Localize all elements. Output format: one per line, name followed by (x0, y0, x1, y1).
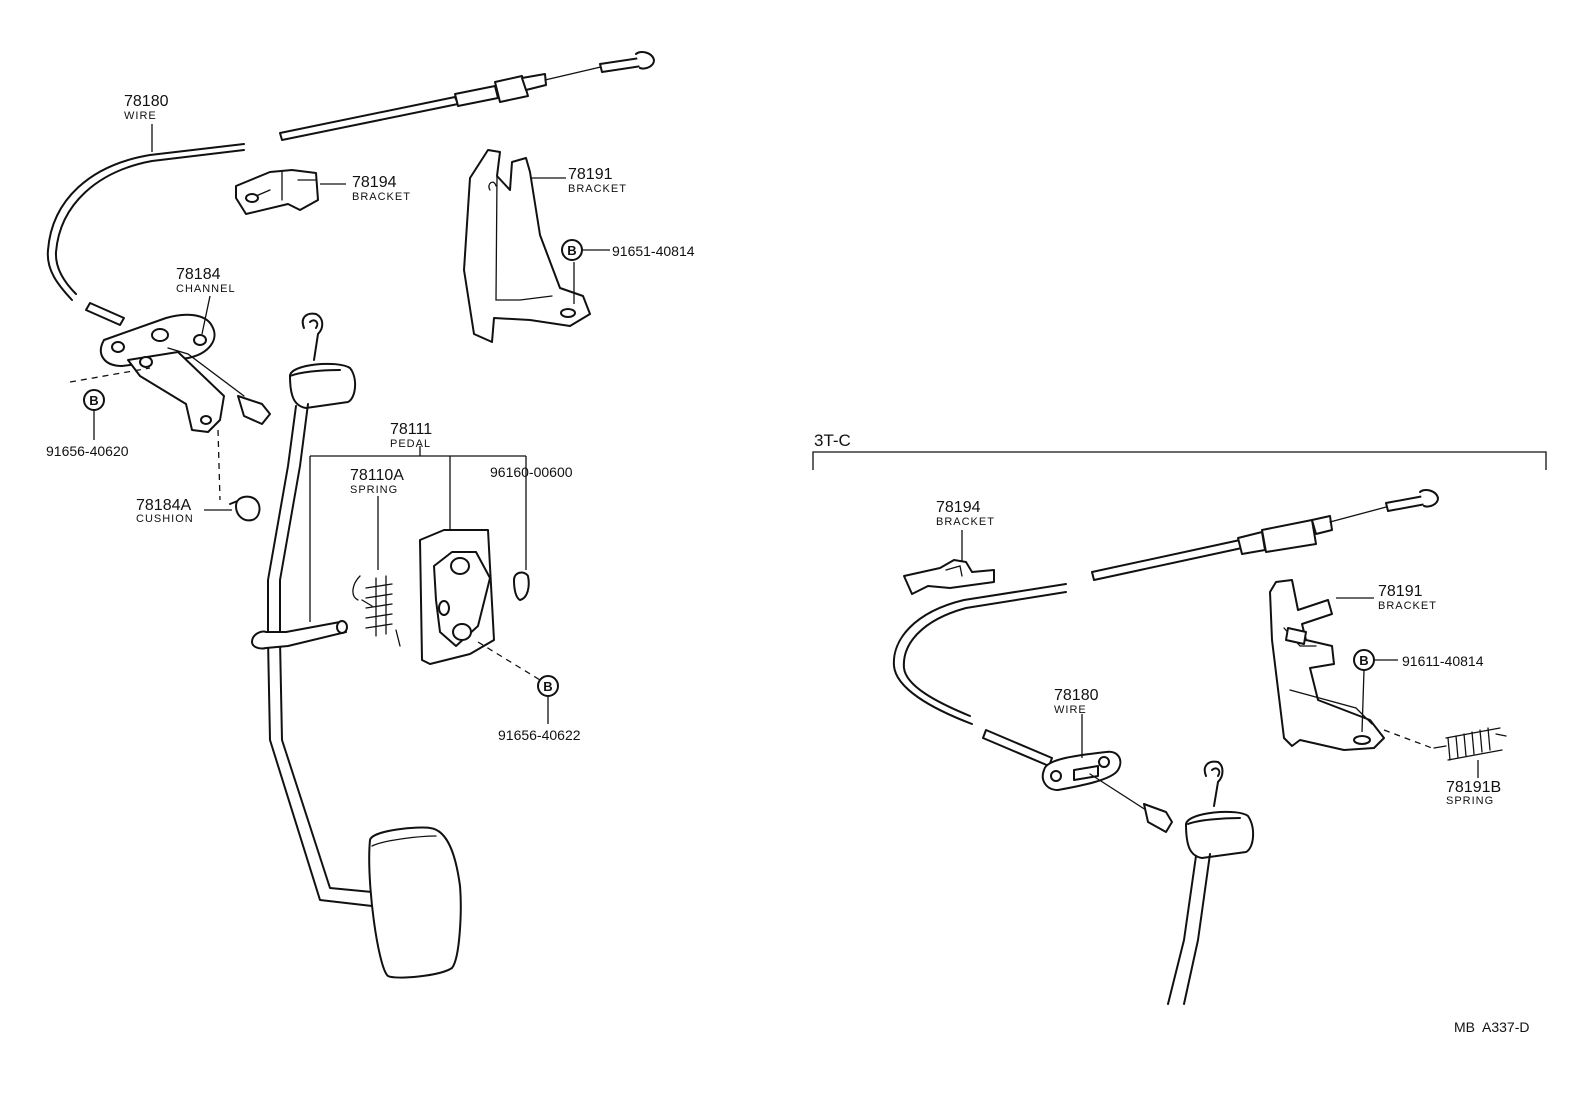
label-wire-name: WIRE (124, 110, 157, 122)
leader-lines-right (961, 530, 1479, 778)
label-pedal-name: PEDAL (390, 438, 431, 450)
label-bolt-91651: 91651-40814 (612, 243, 695, 259)
section-label-3tc: 3T-C (814, 431, 851, 450)
svg-text:B: B (567, 243, 576, 258)
pedal-lever (267, 312, 462, 979)
label-bracket-78191-name: BRACKET (568, 183, 627, 195)
figure-reference: MB A337-D (1454, 1019, 1529, 1035)
label-bracket-78191-number: 78191 (568, 166, 613, 183)
svg-text:B: B (89, 393, 98, 408)
label-pedal-number: 78111 (390, 421, 432, 438)
wire-cable (46, 51, 655, 326)
cushion-78184a (229, 495, 261, 522)
leader-lines-left (69, 124, 610, 724)
bolt-symbol-a: B (561, 239, 583, 261)
label-3tc-bracket-78194-name: BRACKET (936, 516, 995, 528)
bracket-78194-3tc (903, 559, 995, 595)
label-3tc-bracket-78191-number: 78191 (1378, 583, 1423, 600)
bracket-78194 (235, 169, 319, 215)
channel-78184 (99, 313, 271, 433)
label-channel-name: CHANNEL (176, 283, 236, 295)
label-spring-name: SPRING (350, 484, 398, 496)
section-bracket-line (812, 451, 1547, 470)
label-cushion-name: CUSHION (136, 513, 194, 525)
label-channel-number: 78184 (176, 266, 221, 283)
label-bolt-91656-40622: 91656-40622 (498, 727, 581, 743)
label-cushion-number: 78184A (136, 497, 191, 514)
pedal-pivot-group (251, 529, 530, 665)
label-3tc-spring-number: 78191B (1446, 779, 1501, 796)
label-3tc-bracket-78194-number: 78194 (936, 499, 981, 516)
bolt-symbol-3tc: B (1353, 649, 1375, 671)
spring-78191b-3tc (1433, 727, 1507, 761)
bolt-symbol-b: B (83, 389, 105, 411)
label-washer: 96160-00600 (490, 464, 573, 480)
bracket-78191 (463, 149, 591, 343)
label-bracket-78194-name: BRACKET (352, 191, 411, 203)
bolt-symbol-c: B (537, 675, 559, 697)
label-3tc-wire-number: 78180 (1054, 687, 1099, 704)
label-wire-number: 78180 (124, 93, 169, 110)
bracket-78191-3tc (1269, 579, 1385, 751)
wire-link-3tc (1041, 750, 1173, 833)
label-3tc-wire-name: WIRE (1054, 704, 1087, 716)
label-3tc-bracket-78191-name: BRACKET (1378, 600, 1437, 612)
label-spring-number: 78110A (350, 467, 404, 484)
label-bracket-78194-number: 78194 (352, 174, 397, 191)
label-bolt-91656-40620: 91656-40620 (46, 443, 129, 459)
svg-text:B: B (1359, 653, 1368, 668)
svg-text:B: B (543, 679, 552, 694)
label-3tc-bolt-91611: 91611-40814 (1402, 653, 1484, 669)
pedal-lever-3tc (1167, 760, 1254, 1005)
label-3tc-spring-name: SPRING (1446, 795, 1494, 807)
